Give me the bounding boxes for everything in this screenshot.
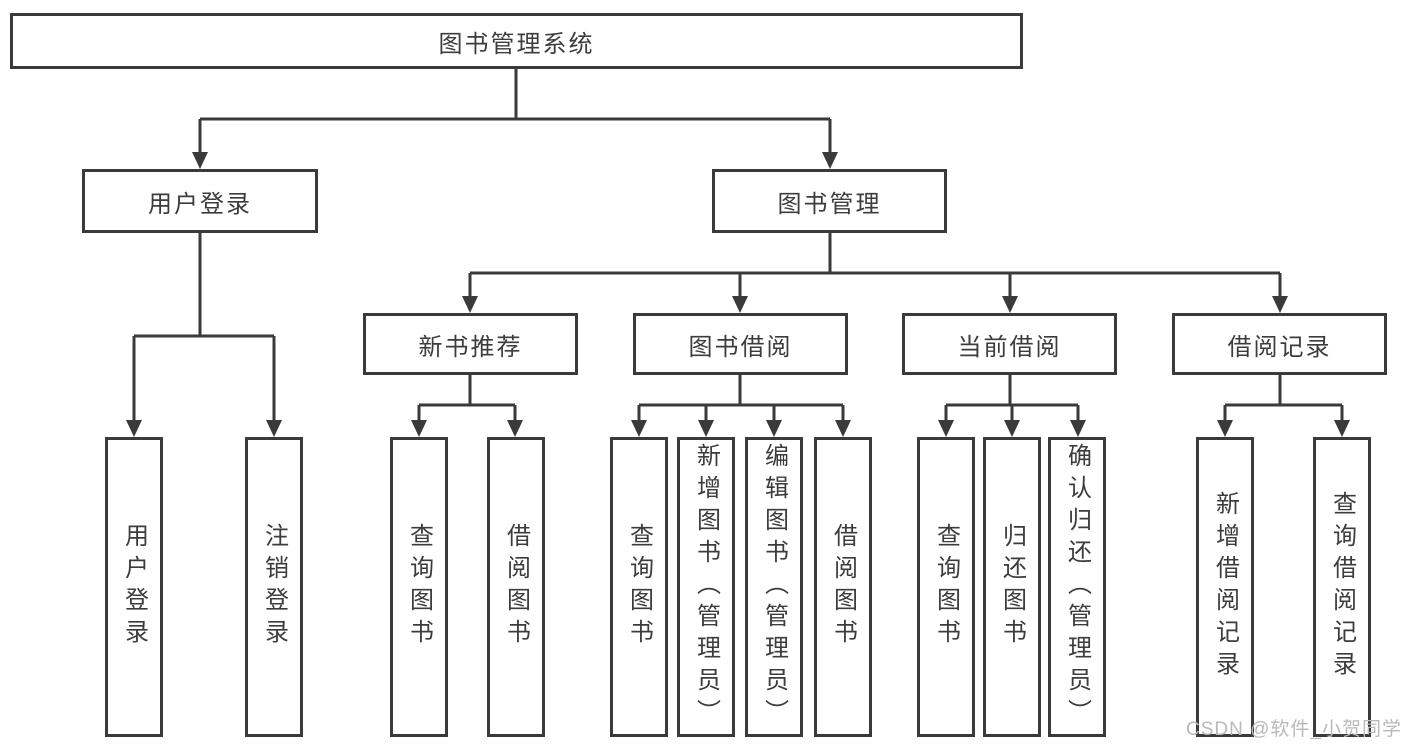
node-borrow-records: 借阅记录 — [1172, 313, 1387, 375]
leaf-user-login: 用户登录 — [105, 437, 163, 737]
leaf-newbooks-query-books: 查询图书 — [390, 437, 448, 737]
leaf-borrow-edit-books-admin: 编辑图书（管理员） — [745, 437, 803, 737]
node-book-borrow: 图书借阅 — [633, 313, 848, 375]
csdn-watermark: CSDN @软件_小贺同学 — [1186, 719, 1402, 740]
node-book-management: 图书管理 — [712, 169, 947, 233]
node-new-book-recommend: 新书推荐 — [363, 313, 578, 375]
leaf-current-confirm-return-admin: 确认归还（管理员） — [1048, 437, 1106, 737]
node-current-borrow: 当前借阅 — [902, 313, 1117, 375]
leaf-current-query-books: 查询图书 — [917, 437, 975, 737]
leaf-borrow-add-books-admin: 新增图书（管理员） — [677, 437, 735, 737]
node-library-management-system: 图书管理系统 — [10, 13, 1023, 69]
leaf-records-add-record: 新增借阅记录 — [1196, 437, 1254, 737]
leaf-current-return-books: 归还图书 — [983, 437, 1041, 737]
node-user-login: 用户登录 — [82, 169, 318, 233]
leaf-borrow-query-books: 查询图书 — [610, 437, 668, 737]
leaf-borrow-borrow-books: 借阅图书 — [814, 437, 872, 737]
leaf-newbooks-borrow-books: 借阅图书 — [487, 437, 545, 737]
leaf-records-query-record: 查询借阅记录 — [1313, 437, 1371, 737]
leaf-logout: 注销登录 — [245, 437, 303, 737]
